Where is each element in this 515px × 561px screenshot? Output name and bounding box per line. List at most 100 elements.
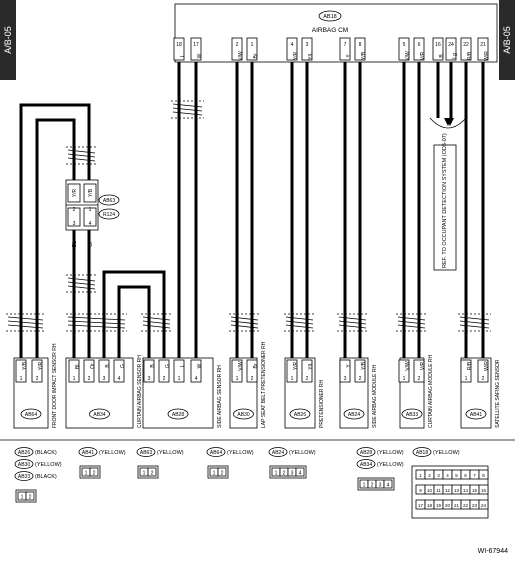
component-pin-number: 4 [195, 376, 198, 382]
legend-color: (BLACK) [35, 450, 57, 456]
top-pin-number: 1 [251, 42, 254, 48]
legend-pin-number: 13 [454, 488, 460, 493]
legend-pin-number: 22 [463, 503, 469, 508]
legend-code-oval [14, 459, 34, 469]
legend-pin-number: 7 [473, 473, 476, 478]
legend-pin-number: 2 [93, 471, 96, 477]
component-wire-color: Br [253, 363, 259, 368]
legend-pin-number: 6 [464, 473, 467, 478]
twist-mark [459, 316, 490, 321]
component-pin-cell [460, 359, 472, 383]
legend-pin-number: 4 [299, 471, 302, 477]
top-pin-number: 22 [463, 42, 469, 48]
component-code: AB26 [294, 412, 306, 418]
component-wire-color: Y/B [361, 361, 367, 370]
legend-color: (YELLOW) [377, 462, 404, 468]
legend-color: (YELLOW) [35, 462, 62, 468]
twist-mark [397, 320, 426, 325]
component-pin-cell [354, 359, 366, 383]
legend-pin-cell [295, 467, 305, 477]
junction-pin-4: 4 [89, 221, 92, 227]
legend-pin-number: 14 [463, 488, 469, 493]
component-pin-cell [398, 359, 410, 383]
twist-mark [459, 324, 490, 329]
legend-color: (YELLOW) [433, 450, 460, 456]
twist-mark [142, 324, 171, 329]
right-tab: A/B-05 [499, 0, 515, 80]
reference-note: REF. TO OCCUPANT DETECTION SYSTEM (OD5-0… [429, 117, 467, 271]
top-pin-wire-color: V/W [238, 51, 244, 61]
legend-pin-number: 1 [85, 471, 88, 477]
legend-code-oval [268, 447, 288, 457]
reference-note-text: REF. TO OCCUPANT DETECTION SYSTEM (OD5-0… [442, 133, 448, 268]
component-pin-number: 2 [251, 376, 254, 382]
top-pin-wire-color: W/R [484, 51, 490, 61]
top-pin-wire-color: V/W [405, 51, 411, 61]
component-wire-color: L [180, 364, 186, 367]
legend-code-oval [356, 459, 376, 469]
legend-pin-number: 23 [472, 503, 478, 508]
legend-code-oval [356, 447, 376, 457]
legend-color: (BLACK) [35, 474, 57, 480]
top-pin-cell [445, 37, 457, 61]
right-tab-label: A/B-05 [502, 26, 512, 54]
legend-pin-cell [478, 499, 489, 510]
top-pin-wire-color: Y/L [308, 52, 314, 60]
legend-code: AB63 [140, 450, 152, 456]
component-wire-color: V/W [238, 361, 244, 371]
legend-code: AB18 [416, 450, 428, 456]
component-pin-cell [83, 359, 95, 383]
top-pin-cell [460, 37, 472, 61]
twist-mark [338, 320, 367, 325]
component-pin-number: 1 [403, 376, 406, 382]
component-wire-color: Or [90, 363, 96, 369]
component-label: PRETENSIONER RH [319, 380, 325, 428]
legend-code: AB24 [272, 450, 284, 456]
twist-mark [67, 324, 126, 329]
component-pin-number: 1 [178, 376, 181, 382]
component-code-oval [89, 408, 110, 420]
legend-pin-number: 1 [21, 495, 24, 501]
component-label: SIDE AIRBAG MODULE RH [372, 365, 378, 428]
component-label: LAP SEAT BELT PRETENSIONER RH [261, 341, 267, 428]
legend-pin-number: 9 [419, 488, 422, 493]
legend-pin-number: 2 [371, 483, 374, 489]
top-pin-cell [339, 37, 351, 61]
legend-pin-number: 12 [445, 488, 451, 493]
component-code: AB30 [237, 412, 249, 418]
legend-pin-number: 10 [427, 488, 433, 493]
junction-upper-wire-2: Y/B [88, 188, 94, 197]
twist-mark [172, 111, 203, 116]
legend-pin-number: 21 [454, 503, 460, 508]
component-pin-cell [413, 359, 425, 383]
junction-ab63: Y/R Y/B 2 1 3 4 AB63 R124 BL Or [65, 179, 120, 247]
component-pin-number: 1 [465, 376, 468, 382]
top-pin-number: 17 [193, 42, 199, 48]
component-wire-color: Y [346, 364, 352, 368]
component-wire-color: Y/R [38, 361, 44, 370]
legend-pin-cell [89, 467, 99, 477]
component-code-oval [343, 408, 365, 420]
component-pin-cell [190, 359, 202, 383]
twist-mark [338, 324, 367, 329]
legend-pin-number: 2 [283, 471, 286, 477]
component-label: SIDE AIRBAG SENSOR RH [217, 365, 223, 428]
legend-pin-number: 1 [213, 471, 216, 477]
junction-code-2: R124 [103, 212, 115, 218]
top-pin-number: 21 [480, 42, 486, 48]
top-pin-wire-color: L [180, 54, 186, 57]
component-pin-number: 2 [482, 376, 485, 382]
legend-color: (YELLOW) [99, 450, 126, 456]
legend-code: AB34 [360, 462, 372, 468]
twist-mark [67, 281, 96, 286]
wire-g-loop [102, 270, 166, 358]
legend-code-oval [14, 471, 34, 481]
twist-mark [7, 320, 44, 325]
legend-pin-number: 2 [221, 471, 224, 477]
top-pin-number: 16 [435, 42, 441, 48]
